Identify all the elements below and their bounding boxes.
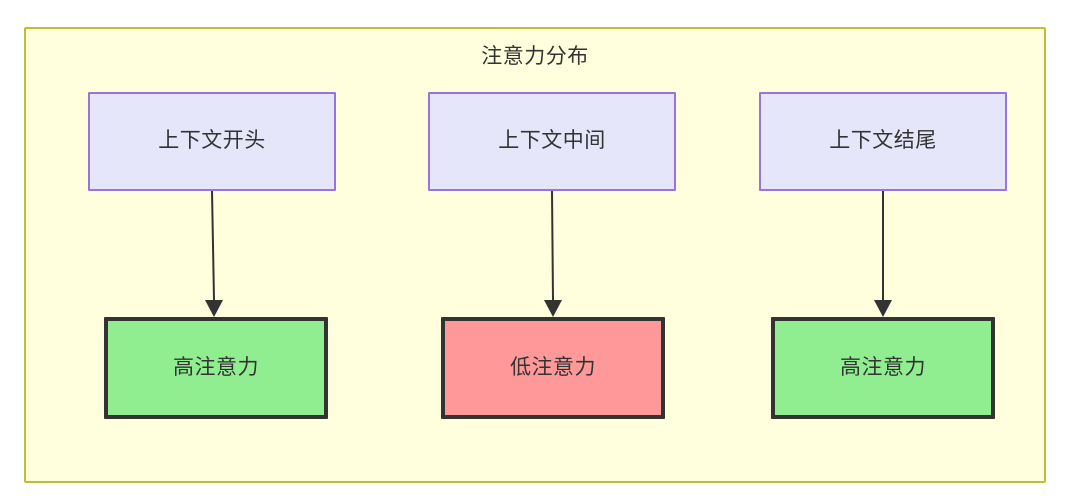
node-attention-high-start-label: 高注意力 — [173, 355, 259, 379]
node-attention-high-end-label: 高注意力 — [840, 355, 926, 379]
node-attention-high-end[interactable]: 高注意力 — [771, 317, 995, 419]
node-attention-low-middle[interactable]: 低注意力 — [441, 317, 665, 419]
node-attention-low-middle-label: 低注意力 — [510, 355, 596, 379]
node-context-middle[interactable]: 上下文中间 — [428, 92, 676, 191]
subgraph-title: 注意力分布 — [481, 45, 589, 68]
node-context-start-label: 上下文开头 — [158, 129, 266, 153]
node-context-end[interactable]: 上下文结尾 — [759, 92, 1007, 191]
node-context-end-label: 上下文结尾 — [829, 129, 937, 153]
node-attention-high-start[interactable]: 高注意力 — [104, 317, 328, 419]
node-context-start[interactable]: 上下文开头 — [88, 92, 336, 191]
node-context-middle-label: 上下文中间 — [498, 129, 606, 153]
